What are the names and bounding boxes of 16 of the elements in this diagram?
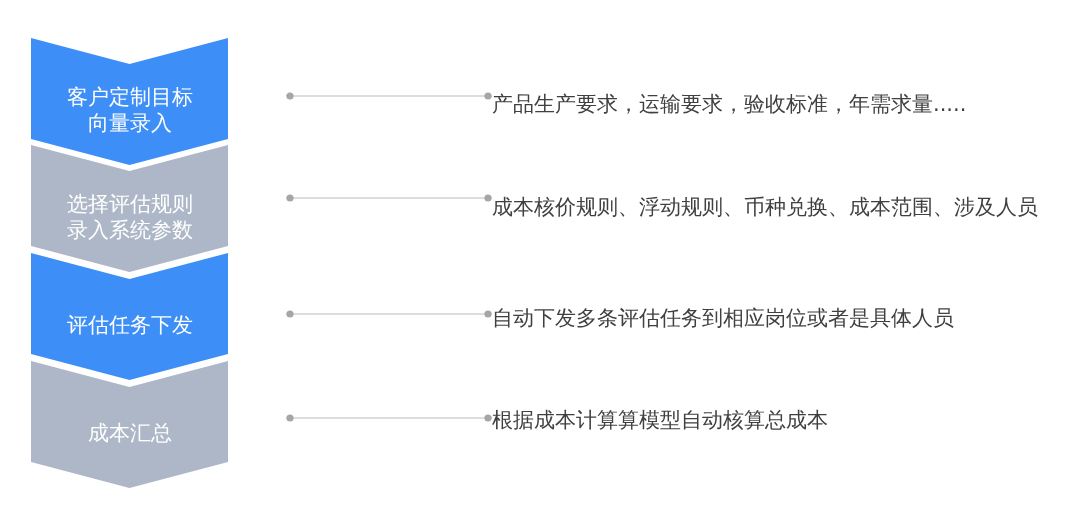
- chevron-step: [31, 361, 228, 488]
- connector-line: [285, 310, 493, 318]
- chevron-step: [31, 38, 228, 165]
- step-label: 选择评估规则录入系统参数: [65, 191, 194, 243]
- connector-line: [285, 92, 493, 100]
- chevron-step: [31, 145, 228, 272]
- connector-line: [285, 414, 493, 422]
- chevron-step: [31, 253, 228, 380]
- description-text: 产品生产要求，运输要求，验收标准，年需求量.....: [492, 92, 967, 116]
- step-label: 客户定制目标向量录入: [65, 84, 194, 136]
- description-text: 自动下发多条评估任务到相应岗位或者是具体人员: [492, 306, 954, 330]
- description-text: 成本核价规则、浮动规则、币种兑换、成本范围、涉及人员: [492, 195, 1038, 219]
- description-text: 根据成本计算算模型自动核算总成本: [492, 408, 828, 432]
- step-label: 评估任务下发: [66, 312, 193, 338]
- connector-line: [285, 194, 493, 202]
- step-label: 成本汇总: [87, 420, 172, 446]
